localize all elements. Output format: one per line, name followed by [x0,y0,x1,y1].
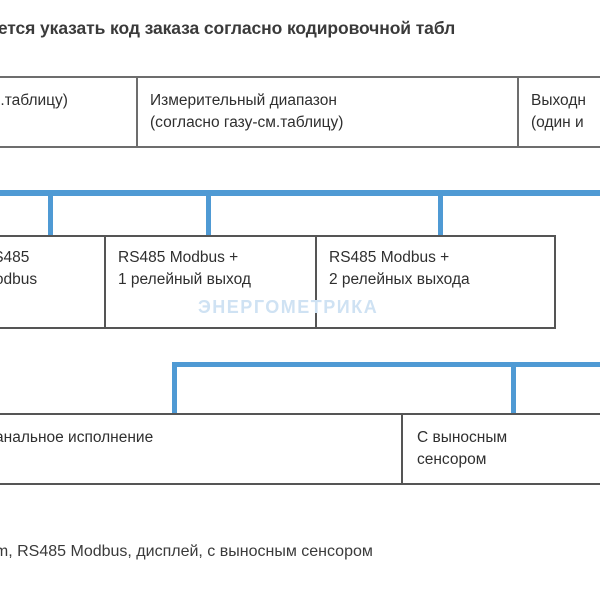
header-cell-measuring-range: Измерительный диапазон (согласно газу-см… [138,78,519,146]
output-option-one-relay-line2: 1 релейный выход [118,271,251,289]
output-option-rs485-modbus[interactable]: RS485 Modbus [0,237,106,327]
design-option-duct-mount[interactable]: Канальное исполнение [0,415,403,483]
connector-lower-drop-2 [511,362,516,414]
header-cell-output: Выходн (один и [519,78,600,146]
header-cell-gas-table: см.таблицу) [0,78,138,146]
output-options-row: RS485 Modbus RS485 Modbus + 1 релейный в… [0,235,556,329]
header-cell-measuring-range-line1: Измерительный диапазон [150,92,337,109]
output-option-one-relay[interactable]: RS485 Modbus + 1 релейный выход [106,237,317,327]
output-option-rs485-modbus-line1: RS485 [0,249,30,266]
output-option-one-relay-line1: RS485 Modbus + [118,249,239,266]
output-option-two-relays[interactable]: RS485 Modbus + 2 релейных выхода [317,237,554,327]
connector-upper-drop-1 [48,193,53,238]
output-option-two-relays-line1: RS485 Modbus + [329,249,450,266]
connector-lower-drop-1 [172,362,177,414]
design-option-duct-mount-line1: Канальное исполнение [0,429,154,446]
header-cell-gas-table-line1: см.таблицу) [0,92,68,109]
connector-lower-horizontal [172,362,600,367]
header-table-row: см.таблицу) Измерительный диапазон (согл… [0,76,600,148]
output-option-rs485-modbus-line2: Modbus [0,271,38,289]
design-option-remote-sensor[interactable]: С выносным сенсором [403,415,600,483]
connector-upper-drop-3 [438,193,443,238]
connector-upper-drop-2 [206,193,211,238]
design-option-remote-sensor-line2: сенсором [417,451,487,469]
connector-upper-horizontal [0,190,600,196]
header-cell-output-line1: Выходн [531,92,586,109]
header-cell-measuring-range-line2: (согласно газу-см.таблицу) [150,114,344,132]
design-option-remote-sensor-line1: С выносным [417,429,508,446]
example-order-code: om, RS485 Modbus, дисплей, с выносным се… [0,543,373,560]
design-options-row: Канальное исполнение С выносным сенсором [0,413,600,485]
page-title: буется указать код заказа согласно кодир… [0,18,456,38]
header-cell-output-line2: (один и [531,114,584,132]
output-option-two-relays-line2: 2 релейных выхода [329,271,470,289]
